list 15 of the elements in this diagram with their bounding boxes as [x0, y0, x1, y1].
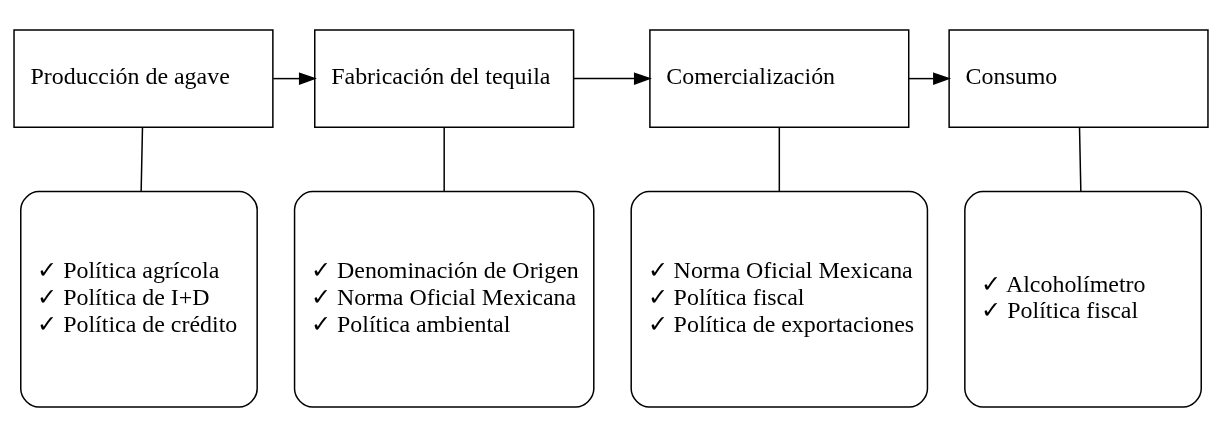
connector: [778, 126, 781, 193]
arrow: [908, 72, 952, 85]
node-box: Fabricación del tequila: [314, 29, 575, 128]
arrow: [272, 72, 317, 85]
node-box: ✓ Norma Oficial Mexicana ✓ Política fiscal ✓ Política de exportaciones: [630, 190, 929, 408]
node-box: ✓ Denominación de Origen ✓ Norma Oficial Mexicana ✓ Política ambiental: [293, 190, 595, 408]
node-box: Consumo: [948, 29, 1209, 128]
connector: [1078, 126, 1082, 193]
node-box: Comercialización: [649, 29, 910, 128]
node-box: ✓ Alcoholímetro ✓ Política fiscal: [964, 190, 1202, 408]
node-box: ✓ Política agrícola ✓ Política de I+D ✓ Política de crédito: [20, 190, 258, 408]
connector: [443, 126, 445, 193]
arrow: [573, 72, 652, 85]
connector: [140, 126, 144, 193]
node-box: Producción de agave: [13, 29, 274, 128]
